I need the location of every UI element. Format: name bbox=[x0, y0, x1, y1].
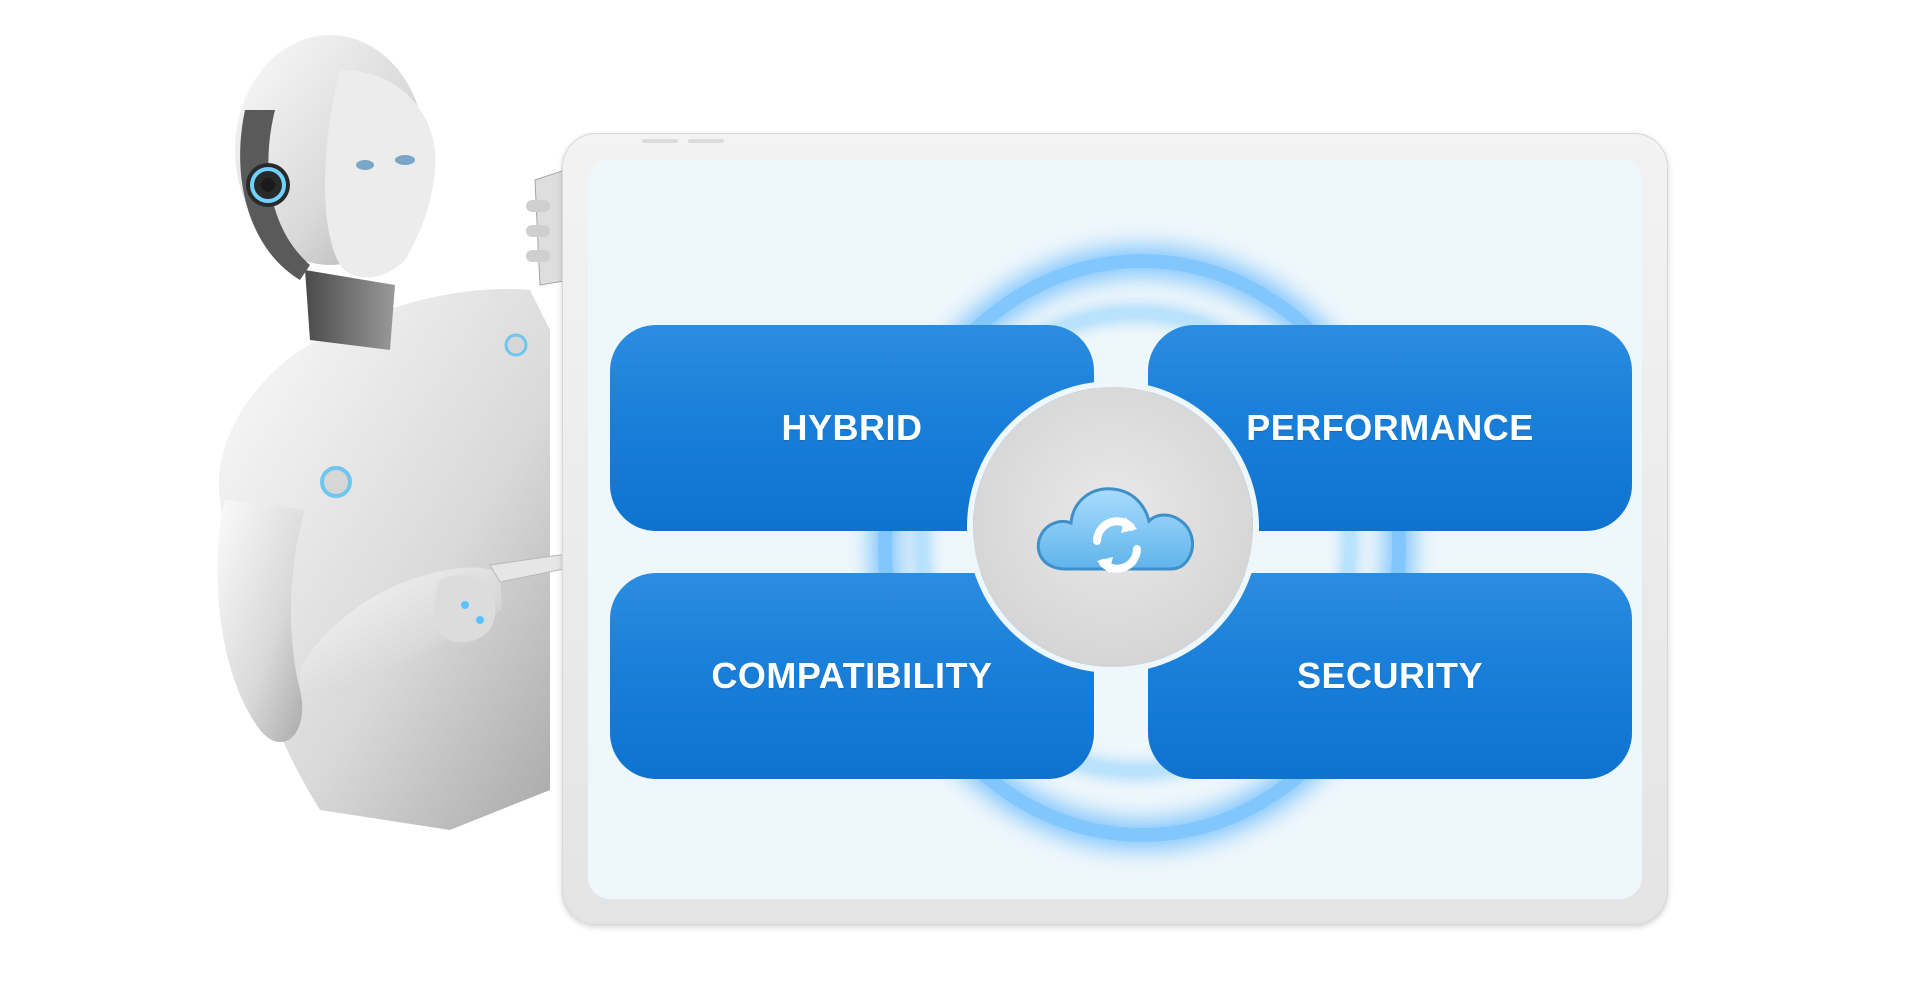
tile-compatibility-label: COMPATIBILITY bbox=[711, 655, 993, 696]
robot-illustration bbox=[190, 30, 610, 830]
tile-security: SECURITY bbox=[1148, 573, 1632, 779]
glow-ring-inner bbox=[918, 309, 1354, 775]
center-hub bbox=[973, 387, 1253, 667]
tablet-screen: HYBRID PERFORMANCE COMPATIBILITY SECURIT… bbox=[588, 159, 1642, 899]
tablet-frame: HYBRID PERFORMANCE COMPATIBILITY SECURIT… bbox=[562, 133, 1668, 925]
cloud-sync-icon bbox=[1036, 487, 1194, 573]
tablet-hardware-buttons bbox=[642, 130, 734, 148]
tile-hybrid-label: HYBRID bbox=[781, 407, 923, 448]
tile-performance-label: PERFORMANCE bbox=[1246, 407, 1534, 448]
tile-security-label: SECURITY bbox=[1296, 655, 1484, 696]
